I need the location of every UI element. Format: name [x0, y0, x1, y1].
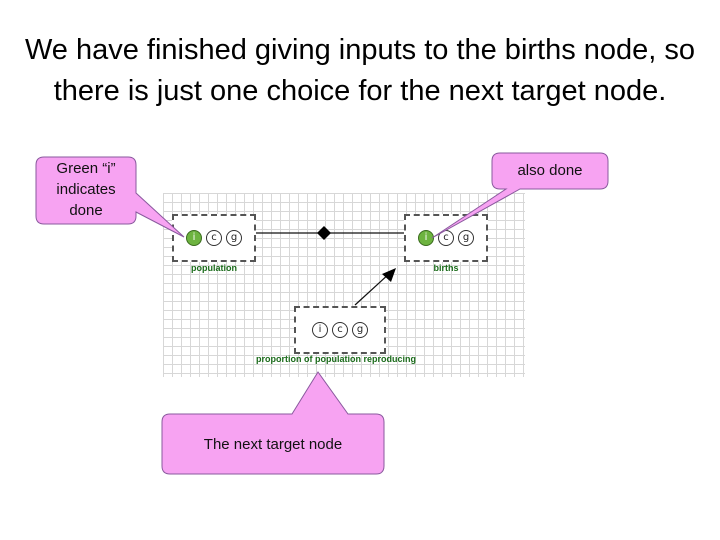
slide-title: We have finished giving inputs to the bi…: [24, 34, 696, 107]
calculation-indicator[interactable]: c: [206, 230, 222, 246]
inputs-done-indicator[interactable]: i: [418, 230, 434, 246]
node-population[interactable]: i c g: [172, 214, 256, 262]
callout-green-i-shape: [35, 156, 185, 238]
node-births[interactable]: i c g: [404, 214, 488, 262]
node-label-population: population: [191, 263, 237, 273]
node-label-proportion: proportion of population reproducing: [256, 354, 416, 364]
callout-also-done-text: also done: [517, 162, 583, 179]
influence-arrowhead: [382, 268, 396, 282]
node-proportion-of-population-reproducing[interactable]: i c g: [294, 306, 386, 354]
flow-diamond: [317, 226, 331, 240]
calculation-indicator[interactable]: c: [332, 322, 348, 338]
callout-also-done-shape: [431, 152, 609, 239]
graph-indicator[interactable]: g: [226, 230, 242, 246]
graph-indicator[interactable]: g: [352, 322, 368, 338]
callout-green-i-text: Green “i” indicates done: [56, 160, 116, 219]
callout-next-target-text: The next target node: [203, 436, 343, 453]
graph-indicator[interactable]: g: [458, 230, 474, 246]
node-label-births: births: [433, 263, 459, 273]
inputs-done-indicator[interactable]: i: [186, 230, 202, 246]
inputs-indicator[interactable]: i: [312, 322, 328, 338]
callout-next-target-shape: [161, 371, 385, 475]
influence-link: [354, 272, 391, 306]
